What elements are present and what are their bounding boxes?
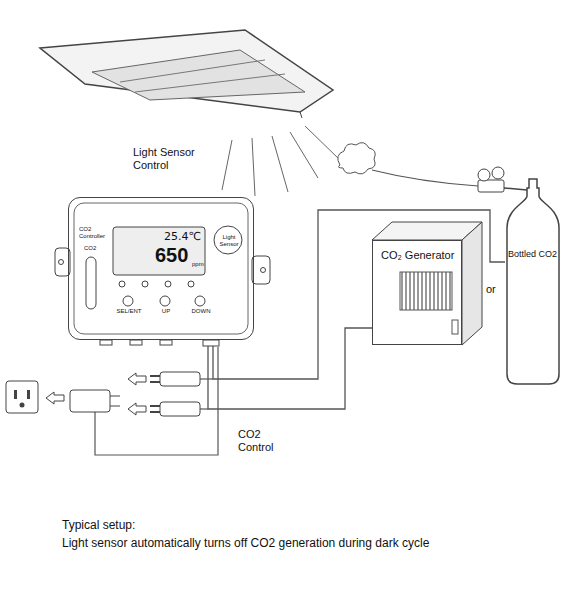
outlet-slot (27, 390, 30, 399)
light-ray (252, 138, 255, 196)
co2-bottle: Bottled CO2 (505, 178, 561, 386)
adapter-lead (110, 396, 120, 397)
cable-jack (100, 340, 112, 345)
plug-prong (150, 381, 160, 383)
light-fixture (40, 30, 333, 112)
mounting-ear (252, 256, 270, 284)
bottle-body (507, 179, 559, 384)
wall-outlet (6, 381, 38, 413)
push-button (123, 296, 133, 306)
sensor-callout: Light Sensor Control (133, 146, 208, 171)
cable-jack (130, 340, 142, 345)
cable (213, 210, 505, 379)
generator-slot (452, 320, 458, 334)
plug-cord (200, 378, 213, 379)
indicator-led (165, 281, 171, 287)
power-cord (95, 347, 218, 455)
ppm-reading: 650 (155, 244, 188, 266)
or-label: or (486, 283, 496, 296)
button-label: SEL/ENT (112, 308, 146, 315)
cable-jack (203, 340, 219, 346)
button-label: DOWN (186, 308, 216, 315)
push-button (160, 296, 170, 306)
fixture-reflector (92, 50, 305, 100)
plug-prong (150, 405, 160, 407)
control-callout: CO2 Control (238, 428, 288, 453)
regulator-body (478, 180, 504, 192)
button-label: UP (151, 308, 181, 315)
indicator-led (142, 281, 148, 287)
plug-cord (200, 408, 208, 409)
regulator-pipe (504, 188, 527, 190)
power-plug (160, 372, 200, 386)
generator-box: CO₂ Generator (372, 240, 462, 345)
indicator-led (119, 281, 125, 287)
plug-in-arrow (128, 373, 146, 385)
cable (208, 328, 372, 409)
setup-heading: Typical setup: (62, 519, 135, 533)
bottle-label: Bottled CO2 (508, 250, 557, 260)
plug-prong (150, 411, 160, 413)
generator-label: CO₂ Generator (381, 249, 454, 261)
co2-puff (338, 143, 375, 174)
bottle-outline (505, 178, 561, 386)
fixture-edge (300, 112, 302, 118)
push-button (195, 296, 205, 306)
gas-tube (372, 170, 478, 186)
light-ray (222, 140, 232, 190)
controller-bezel (74, 203, 248, 334)
mounting-hole (261, 268, 266, 273)
plug-in-arrow (46, 392, 64, 404)
sensor-label: Light Sensor (215, 234, 243, 247)
relay-adapter (70, 390, 110, 412)
light-sensor-window (214, 226, 242, 254)
generator-side (462, 222, 482, 345)
lcd-display (113, 227, 205, 275)
mounting-hole (59, 260, 64, 265)
cable-jack (160, 340, 172, 345)
plug-prong (150, 375, 160, 377)
power-plug (160, 402, 200, 416)
unit-label: ppm (192, 261, 204, 268)
regulator-gauge (492, 167, 504, 179)
generator-vent (400, 272, 452, 310)
regulator-gauge (478, 169, 490, 181)
fixture-louver (135, 74, 285, 92)
controller-box: CO2 ControllerCO2 25.4℃650 ppm Light Sensor… (68, 197, 254, 340)
caption: Light sensor automatically turns off CO2… (62, 537, 429, 551)
temperature-reading: 25.4℃ (164, 231, 201, 243)
light-ray (290, 132, 318, 178)
plug-in-arrow (128, 403, 146, 415)
device-title: CO2 Controller (79, 226, 113, 239)
light-ray (272, 136, 288, 192)
co2-level-bar (86, 257, 96, 309)
indicator-led (188, 281, 194, 287)
outlet-ground (20, 403, 25, 408)
adapter-lead (110, 406, 120, 407)
light-ray (305, 126, 340, 160)
outlet-slot (14, 390, 17, 399)
bar-label: CO2 (84, 245, 96, 252)
